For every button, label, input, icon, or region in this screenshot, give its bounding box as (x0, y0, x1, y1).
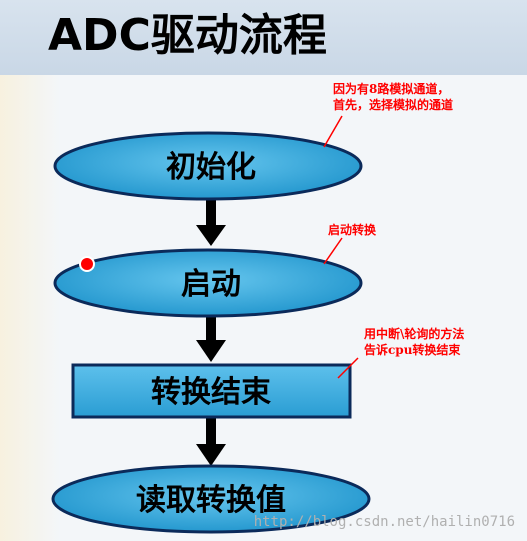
title-band: ADC驱动流程 (0, 0, 527, 75)
annotation-init-line-2: 首先，选择模拟的通道 (333, 97, 453, 112)
annotation-init-leader (323, 115, 343, 148)
node-read-label: 读取转换值 (136, 483, 286, 518)
annotation-end-line-2: 告诉cpu转换结束 (364, 342, 461, 357)
node-start-shape (53, 248, 363, 318)
node-end-label: 转换结束 (151, 375, 271, 410)
watermark-url: http://blog.csdn.net/hailin0716 (254, 514, 515, 530)
node-end-shape (71, 363, 352, 419)
arrow-start-to-end (196, 313, 226, 362)
annotation-end-leader (337, 357, 359, 379)
panel-stripe (0, 75, 60, 541)
node-start-label: 启动 (181, 267, 241, 302)
annotation-start-line-1: 启动转换 (328, 222, 377, 237)
page-title: ADC驱动流程 (48, 10, 327, 61)
annotation-end-line-1: 用中断\轮询的方法 (363, 326, 464, 341)
node-init-label: 初始化 (166, 150, 256, 185)
annotation-init-line-1: 因为有8路模拟通道， (333, 81, 449, 96)
node-init-shape (53, 131, 363, 201)
red-dot-marker (79, 256, 95, 272)
arrow-init-to-start (196, 197, 226, 246)
arrow-end-to-read (196, 418, 226, 466)
annotation-start-leader (323, 237, 343, 265)
node-read-shape (51, 464, 371, 534)
